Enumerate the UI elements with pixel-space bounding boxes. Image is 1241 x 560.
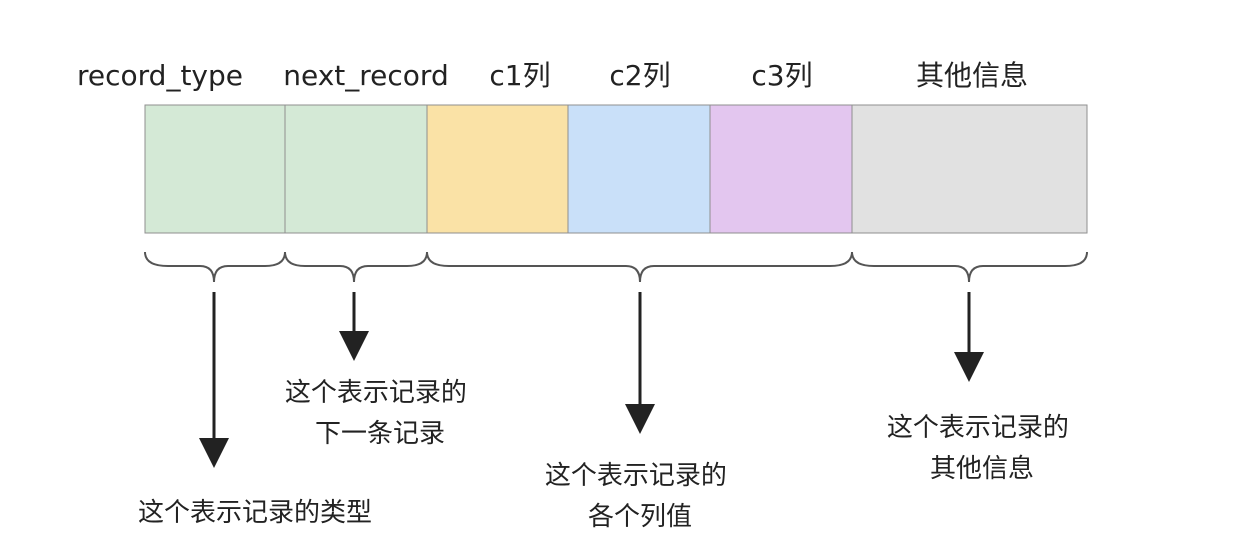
note-other-info: 这个表示记录的 其他信息 [887,413,1077,484]
field-label-c1: c1列 [489,59,550,92]
note-next-record-line-2: 下一条记录 [315,419,445,449]
field-label-c2: c2列 [609,59,670,92]
field-label-next-record: next_record [283,59,448,92]
brace-next-record [284,251,428,283]
brace-column-values [426,251,853,283]
field-label-other-info: 其他信息 [916,59,1028,92]
note-other-info-line-2: 其他信息 [930,454,1034,484]
field-cell-other-info [851,104,1088,234]
brace-record-type [144,251,286,283]
field-cell-next-record [284,104,428,234]
field-cell-c3 [709,104,853,234]
note-column-values-line-1: 这个表示记录的 [545,461,727,491]
note-column-values-line-2: 各个列值 [588,502,692,532]
brace-other-info [851,251,1088,283]
note-column-values: 这个表示记录的 各个列值 [545,461,735,532]
note-record-type-line-1: 这个表示记录的类型 [138,498,372,528]
note-other-info-line-1: 这个表示记录的 [887,413,1069,443]
note-next-record-line-1: 这个表示记录的 [285,378,467,408]
field-cell-c2 [567,104,711,234]
field-cell-c1 [426,104,569,234]
note-next-record: 这个表示记录的 下一条记录 [285,378,475,449]
field-label-c3: c3列 [751,59,812,92]
field-cell-record-type [144,104,286,234]
note-record-type: 这个表示记录的类型 [138,498,372,528]
field-label-record-type: record_type [77,59,243,92]
